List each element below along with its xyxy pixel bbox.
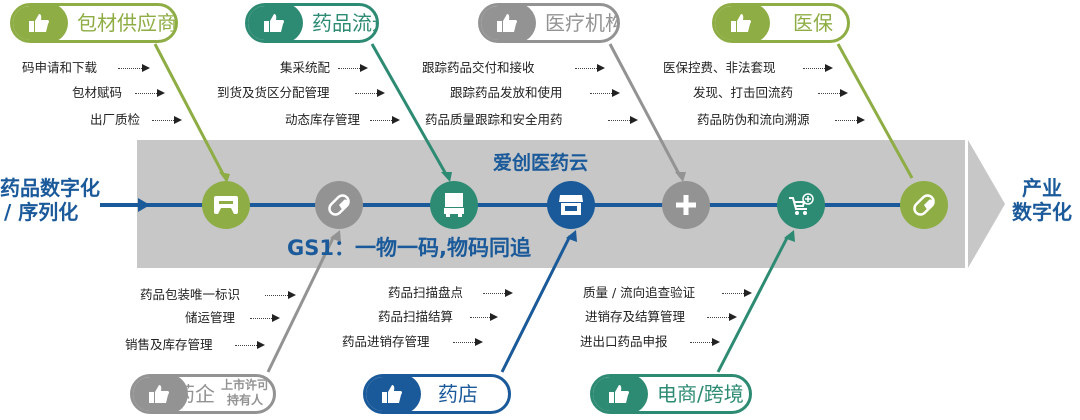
list-item: 进销存及结算管理 — [585, 309, 686, 324]
connector-insurance — [836, 43, 914, 179]
node-truck[interactable] — [430, 181, 478, 229]
node-cassette[interactable] — [202, 181, 250, 229]
arrow-icon — [355, 88, 385, 98]
arrow-icon — [707, 312, 737, 322]
list-item: 集采统配 — [280, 60, 331, 75]
thumbs-up-icon — [366, 377, 421, 411]
arrow-icon — [722, 288, 752, 298]
pill-icon — [328, 194, 350, 216]
list-item: 到货及货区分配管理 — [217, 85, 330, 100]
connector-pharmacy — [500, 235, 572, 373]
pill-label: 电商/跨境 — [657, 382, 744, 406]
list-item: 动态库存管理 — [285, 112, 361, 127]
list-item: 药品扫描盘点 — [388, 285, 464, 300]
pill-sublabel: 上市许可 持有人 — [221, 378, 269, 408]
connector-medical — [608, 43, 682, 177]
gs1-slogan: GS1：一物一码,物码同追 — [287, 236, 531, 260]
pill-label: 包材供应商 — [77, 11, 177, 35]
arrow-icon — [152, 115, 182, 125]
list-item: 药品防伪和流向溯源 — [697, 112, 810, 127]
arrow-icon — [818, 88, 848, 98]
pill-label: 医疗机构 — [545, 11, 620, 35]
list-item: 跟踪药品发放和使用 — [450, 85, 563, 100]
thumbs-up-icon — [593, 377, 648, 411]
plus-icon — [676, 195, 696, 215]
arrow-icon — [835, 115, 865, 125]
main-axis-arrowhead — [138, 198, 150, 212]
arrow-icon — [453, 337, 483, 347]
connector-ecommerce — [716, 235, 790, 373]
thumbs-up-icon — [13, 6, 68, 40]
left-label-line2: / 序列化 — [4, 200, 79, 224]
list-item: 药品包装唯一标识 — [140, 287, 241, 302]
store-icon — [559, 195, 583, 215]
arrow-icon — [265, 290, 296, 300]
pill-label: 药品流通 — [312, 11, 376, 35]
arrow-icon — [690, 337, 720, 347]
list-item: 发现、打击回流药 — [693, 85, 794, 100]
pill-medical-insurance[interactable]: 医保 — [712, 3, 850, 43]
arrow-icon — [250, 313, 280, 323]
pill-distribution[interactable]: 药品流通 — [245, 3, 379, 43]
list-item: 药品质量跟踪和安全用药 — [425, 112, 563, 127]
list-item: 医保控费、非法套现 — [663, 60, 776, 75]
node-pill-2[interactable] — [900, 181, 948, 229]
node-plus[interactable] — [662, 181, 710, 229]
list-item: 进出口药品申报 — [580, 334, 668, 349]
pill-label: 医保 — [793, 11, 833, 35]
arrow-icon — [135, 88, 165, 98]
arrow-icon — [483, 288, 513, 298]
thumbs-up-icon — [481, 6, 536, 40]
truck-icon — [444, 193, 464, 217]
thumbs-up-icon — [133, 377, 188, 411]
list-item: 出厂质检 — [90, 112, 141, 127]
arrow-icon — [575, 63, 605, 73]
list-item: 质量 / 流向追查验证 — [583, 285, 696, 300]
pill-label: 药店 — [438, 382, 478, 406]
pill-packaging-supplier[interactable]: 包材供应商 — [10, 3, 178, 43]
platform-title: 爱创医药云 — [493, 152, 589, 174]
band-arrow-tip — [968, 140, 1005, 268]
list-item: 储运管理 — [185, 310, 236, 325]
thumbs-up-icon — [248, 6, 303, 40]
pill-pharmacy[interactable]: 药店 — [363, 374, 511, 414]
left-label-line1: 药品数字化 — [0, 176, 100, 200]
pill-label: 药企 — [175, 382, 215, 406]
node-pill-1[interactable] — [315, 181, 363, 229]
arrow-icon — [338, 63, 368, 73]
list-item: 包材赋码 — [72, 85, 123, 100]
connector-packaging — [153, 43, 226, 177]
list-item: 码申请和下载 — [22, 60, 98, 75]
arrow-icon — [470, 312, 498, 322]
connector-distribution — [370, 43, 449, 177]
pill-pharma-company[interactable]: 药企 上市许可 持有人 — [130, 374, 276, 414]
cassette-icon — [214, 196, 238, 214]
arrow-icon — [590, 88, 620, 98]
connector-pharma — [266, 235, 336, 373]
arrow-icon — [118, 63, 150, 73]
right-label: 产业 数字化 — [1012, 176, 1072, 224]
list-item: 药品扫描结算 — [378, 309, 454, 324]
sublabel-line1: 上市许可 — [221, 378, 270, 392]
list-item: 药品进销存管理 — [342, 334, 430, 349]
sublabel-line2: 持有人 — [227, 393, 264, 407]
thumbs-up-icon — [715, 6, 770, 40]
right-label-line2: 数字化 — [1012, 200, 1072, 224]
right-label-line1: 产业 — [1022, 176, 1062, 200]
node-store[interactable] — [547, 181, 595, 229]
pill-medical-institution[interactable]: 医疗机构 — [478, 3, 620, 43]
pill-icon — [913, 194, 935, 216]
arrow-icon — [608, 115, 638, 125]
arrow-icon — [235, 340, 265, 350]
pill-ecommerce[interactable]: 电商/跨境 — [590, 374, 752, 414]
list-item: 销售及库存管理 — [125, 337, 213, 352]
left-label: 药品数字化 / 序列化 — [0, 176, 100, 224]
list-item: 跟踪药品交付和接收 — [422, 60, 535, 75]
arrow-icon — [370, 115, 400, 125]
arrow-icon — [803, 63, 833, 73]
cart-plus-icon — [789, 193, 814, 215]
node-cart[interactable] — [777, 181, 825, 229]
